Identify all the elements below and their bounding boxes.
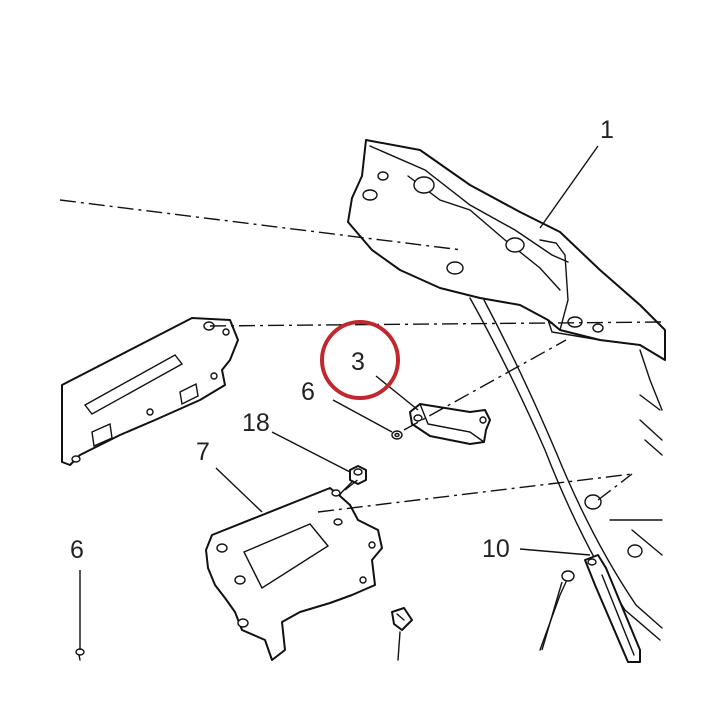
callout-label-6-upper: 6 [301, 378, 315, 406]
nut-part-18 [335, 465, 367, 501]
callout-label-1: 1 [600, 116, 614, 144]
callout-label-18: 18 [242, 409, 270, 437]
spring-clip [391, 607, 413, 661]
left-mounting-plate [61, 317, 239, 466]
callout-label-6-lower: 6 [70, 536, 84, 564]
highlight-circle [320, 320, 400, 400]
fairing-panel-part-1 [347, 139, 666, 641]
bracket-plate-part-7 [205, 487, 383, 661]
callout-leaders [79, 145, 599, 651]
small-bracket-part-3 [409, 403, 491, 445]
callout-label-7: 7 [196, 438, 210, 466]
strut-bracket [539, 554, 641, 663]
callout-label-10: 10 [482, 535, 510, 563]
washer-part-6 [391, 430, 403, 440]
alignment-axes [59, 199, 663, 513]
screw-lower-left [75, 648, 85, 661]
callout-label-3: 3 [351, 348, 365, 376]
